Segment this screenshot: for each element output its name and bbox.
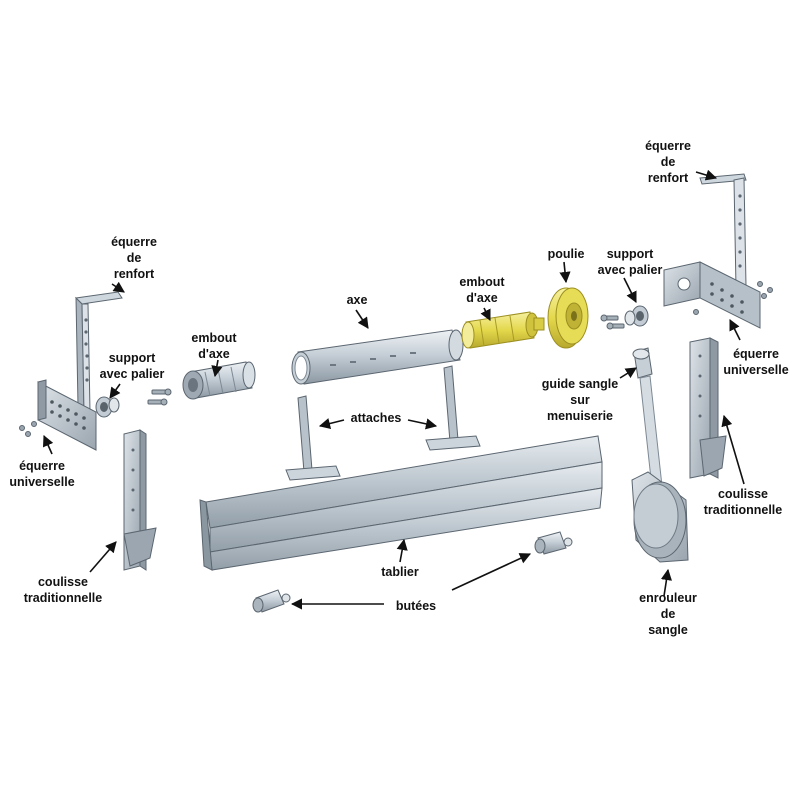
arrow-icon [109, 383, 121, 399]
arrow-icon [89, 541, 117, 573]
axle-end-cap-right [461, 311, 545, 349]
universal-bracket-left [19, 379, 97, 451]
arrow-icon [355, 309, 369, 329]
label-attaches: attaches [350, 411, 402, 425]
screw-icon [147, 388, 172, 406]
universal-bracket-right [663, 261, 773, 329]
arrow-icon [451, 553, 532, 591]
label-axe: axe [346, 293, 368, 307]
strap [639, 375, 663, 489]
arrow-icon [695, 169, 718, 181]
axle-end-cap-left [182, 361, 256, 400]
pulley [547, 287, 589, 349]
shutter-apron [199, 435, 603, 571]
attachment-clips [285, 365, 481, 481]
axle-tube [291, 329, 464, 385]
arrow-icon [111, 281, 125, 293]
arrow-icon [660, 568, 673, 597]
arrow-icon [318, 418, 345, 429]
bearing-support-left [95, 396, 120, 418]
arrow-icon [42, 434, 54, 455]
arrow-icon [211, 359, 223, 378]
arrow-icon [396, 538, 408, 563]
screw-icon [600, 314, 625, 330]
arrow-icon [407, 418, 438, 430]
stopper-left [252, 589, 291, 613]
arrow-icon [721, 414, 745, 485]
strap-guide [632, 347, 653, 379]
arrow-icon [559, 261, 571, 284]
guide-rail-right [689, 337, 727, 479]
arrow-icon [729, 318, 741, 341]
arrow-icon [480, 307, 491, 322]
bearing-support-right [624, 305, 649, 327]
strap-winder [631, 471, 689, 563]
arrow-icon [619, 367, 637, 379]
guide-rail-left [123, 429, 157, 571]
stopper-right [534, 531, 573, 555]
label-tablier: tablier [381, 565, 419, 579]
label-poulie: poulie [547, 247, 585, 261]
label-butees: butées [395, 599, 437, 613]
reinforcement-bracket-left [74, 291, 123, 414]
callout-arrows [42, 169, 745, 610]
arrow-icon [623, 277, 637, 304]
